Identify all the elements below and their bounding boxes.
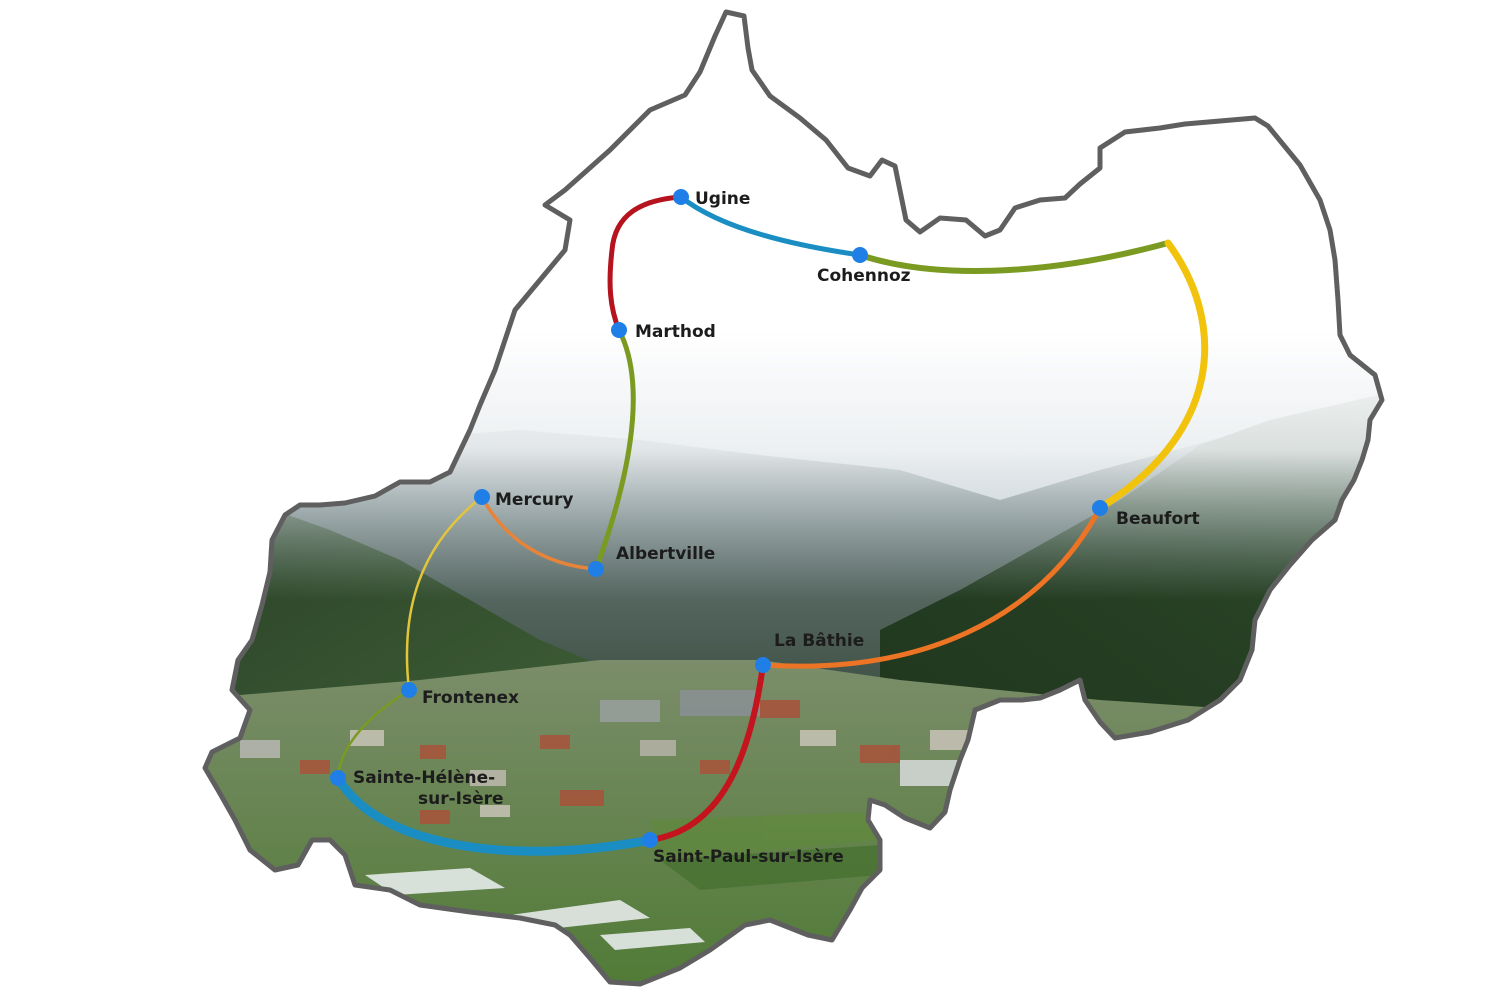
town-label-ugine: Ugine xyxy=(695,189,750,209)
town-marker-ugine[interactable] xyxy=(673,189,689,205)
town-markers xyxy=(330,189,1108,848)
route-marthod-albertville xyxy=(593,327,636,572)
town-label-cohennoz: Cohennoz xyxy=(817,266,911,286)
routes xyxy=(333,194,1209,856)
route-mercury-frontenex xyxy=(405,495,484,692)
town-marker-albertville[interactable] xyxy=(588,561,604,577)
town-marker-marthod[interactable] xyxy=(611,322,627,338)
route-sainte-helene-saint-paul xyxy=(333,773,655,856)
town-label-sainte-helene-line2: sur-Isère xyxy=(418,789,504,809)
town-marker-la-bathie[interactable] xyxy=(755,657,771,673)
town-label-sainte-helene: Sainte-Hélène- xyxy=(353,768,495,788)
town-marker-cohennoz[interactable] xyxy=(852,247,868,263)
town-labels: Ugine Cohennoz Marthod Mercury Albertvil… xyxy=(353,189,1200,867)
town-label-beaufort: Beaufort xyxy=(1116,509,1200,529)
route-cohennoz-beaufort-east xyxy=(1096,239,1209,512)
town-label-la-bathie: La Bâthie xyxy=(774,631,864,651)
route-ugine-marthod xyxy=(607,194,684,333)
town-marker-mercury[interactable] xyxy=(474,489,490,505)
route-mercury-albertville xyxy=(480,495,598,571)
town-marker-beaufort[interactable] xyxy=(1092,500,1108,516)
town-label-mercury: Mercury xyxy=(495,490,573,510)
town-label-frontenex: Frontenex xyxy=(422,688,519,708)
route-la-bathie-beaufort xyxy=(760,505,1103,669)
town-marker-sainte-helene[interactable] xyxy=(330,770,346,786)
town-marker-saint-paul[interactable] xyxy=(642,832,658,848)
town-marker-frontenex[interactable] xyxy=(401,682,417,698)
route-saint-paul-la-bathie xyxy=(647,662,766,843)
route-ugine-cohennoz xyxy=(678,194,863,258)
town-label-marthod: Marthod xyxy=(635,322,716,342)
town-label-saint-paul: Saint-Paul-sur-Isère xyxy=(653,847,844,867)
route-frontenex-sainte-helene xyxy=(336,688,411,780)
town-label-albertville: Albertville xyxy=(616,544,715,564)
route-cohennoz-beaufort-north xyxy=(857,240,1171,274)
